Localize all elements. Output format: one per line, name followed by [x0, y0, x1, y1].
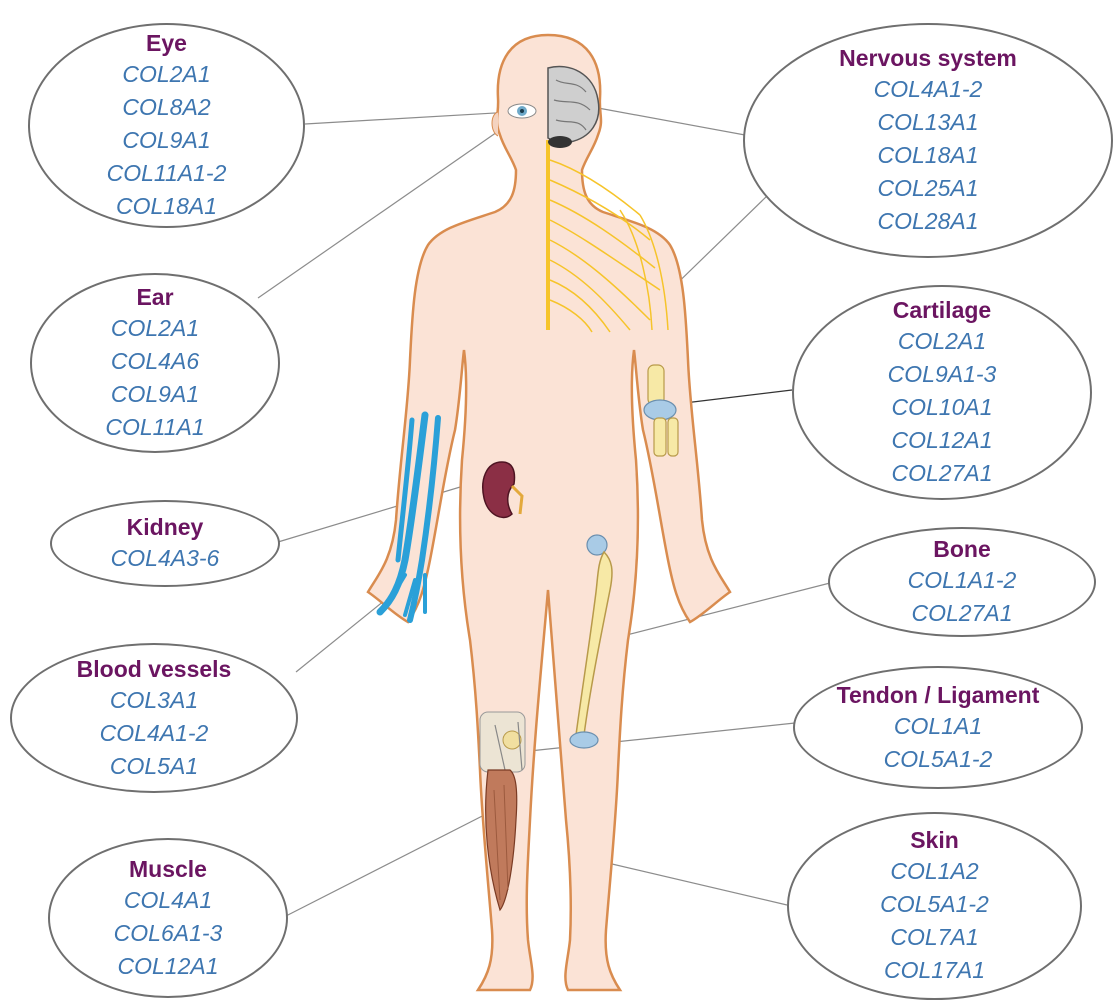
tissue-title-blood-vessels: Blood vessels	[77, 654, 232, 684]
tissue-title-ear: Ear	[136, 282, 173, 312]
gene-label: COL10A1	[891, 391, 992, 424]
tissue-title-skin: Skin	[910, 825, 959, 855]
tissue-bubble-eye: Eye COL2A1 COL8A2 COL9A1 COL11A1-2 COL18…	[28, 23, 305, 228]
gene-label: COL4A1-2	[100, 717, 209, 750]
gene-label: COL9A1	[122, 124, 210, 157]
gene-label: COL1A2	[890, 855, 978, 888]
tissue-title-muscle: Muscle	[129, 854, 207, 884]
tissue-bubble-cartilage: Cartilage COL2A1 COL9A1-3 COL10A1 COL12A…	[792, 285, 1092, 500]
gene-label: COL6A1-3	[114, 917, 223, 950]
gene-label: COL18A1	[116, 190, 217, 223]
eye-icon	[508, 104, 536, 118]
gene-label: COL1A1	[894, 710, 982, 743]
tissue-bubble-nervous-system: Nervous system COL4A1-2 COL13A1 COL18A1 …	[743, 23, 1113, 258]
tissue-bubble-skin: Skin COL1A2 COL5A1-2 COL7A1 COL17A1	[787, 812, 1082, 1000]
tissue-bubble-ear: Ear COL2A1 COL4A6 COL9A1 COL11A1	[30, 273, 280, 453]
gene-label: COL5A1-2	[884, 743, 993, 776]
tissue-title-bone: Bone	[933, 534, 991, 564]
gene-label: COL12A1	[891, 424, 992, 457]
gene-label: COL7A1	[890, 921, 978, 954]
gene-label: COL2A1	[122, 58, 210, 91]
gene-label: COL13A1	[877, 106, 978, 139]
connector-kidney	[278, 478, 490, 542]
gene-label: COL9A1	[111, 378, 199, 411]
gene-label: COL11A1	[105, 411, 204, 444]
gene-label: COL12A1	[117, 950, 218, 983]
ear-icon	[492, 112, 498, 136]
knee-tendon-icon	[480, 712, 525, 772]
gene-label: COL4A1-2	[874, 73, 983, 106]
connector-blood-vessels	[296, 592, 395, 672]
gene-label: COL5A1	[110, 750, 198, 783]
tissue-title-cartilage: Cartilage	[893, 295, 991, 325]
tissue-title-kidney: Kidney	[127, 512, 204, 542]
tissue-bubble-tendon-ligament: Tendon / Ligament COL1A1 COL5A1-2	[793, 666, 1083, 789]
tissue-title-eye: Eye	[146, 28, 187, 58]
gene-label: COL4A3-6	[111, 542, 220, 575]
gene-label: COL28A1	[877, 205, 978, 238]
gene-label: COL2A1	[111, 312, 199, 345]
gene-label: COL27A1	[891, 457, 992, 490]
tissue-bubble-kidney: Kidney COL4A3-6	[50, 500, 280, 587]
connector-skin	[595, 860, 787, 905]
gene-label: COL27A1	[911, 597, 1012, 630]
tissue-title-tendon-ligament: Tendon / Ligament	[837, 680, 1040, 710]
connector-nervous-system	[598, 108, 745, 135]
gene-label: COL17A1	[884, 954, 985, 987]
gene-label: COL8A2	[122, 91, 210, 124]
gene-label: COL4A6	[111, 345, 199, 378]
connector-muscle	[282, 808, 498, 918]
tissue-title-nervous-system: Nervous system	[839, 43, 1017, 73]
gene-label: COL3A1	[110, 684, 198, 717]
tissue-bubble-bone: Bone COL1A1-2 COL27A1	[828, 527, 1096, 637]
connector-eye	[305, 112, 512, 124]
gene-label: COL11A1-2	[107, 157, 227, 190]
gene-label: COL1A1-2	[908, 564, 1017, 597]
tissue-bubble-muscle: Muscle COL4A1 COL6A1-3 COL12A1	[48, 838, 288, 998]
gene-label: COL5A1-2	[880, 888, 989, 921]
gene-label: COL18A1	[877, 139, 978, 172]
tissue-bubble-blood-vessels: Blood vessels COL3A1 COL4A1-2 COL5A1	[10, 643, 298, 793]
gene-label: COL4A1	[124, 884, 212, 917]
gene-label: COL2A1	[898, 325, 986, 358]
gene-label: COL9A1-3	[888, 358, 997, 391]
gene-label: COL25A1	[877, 172, 978, 205]
